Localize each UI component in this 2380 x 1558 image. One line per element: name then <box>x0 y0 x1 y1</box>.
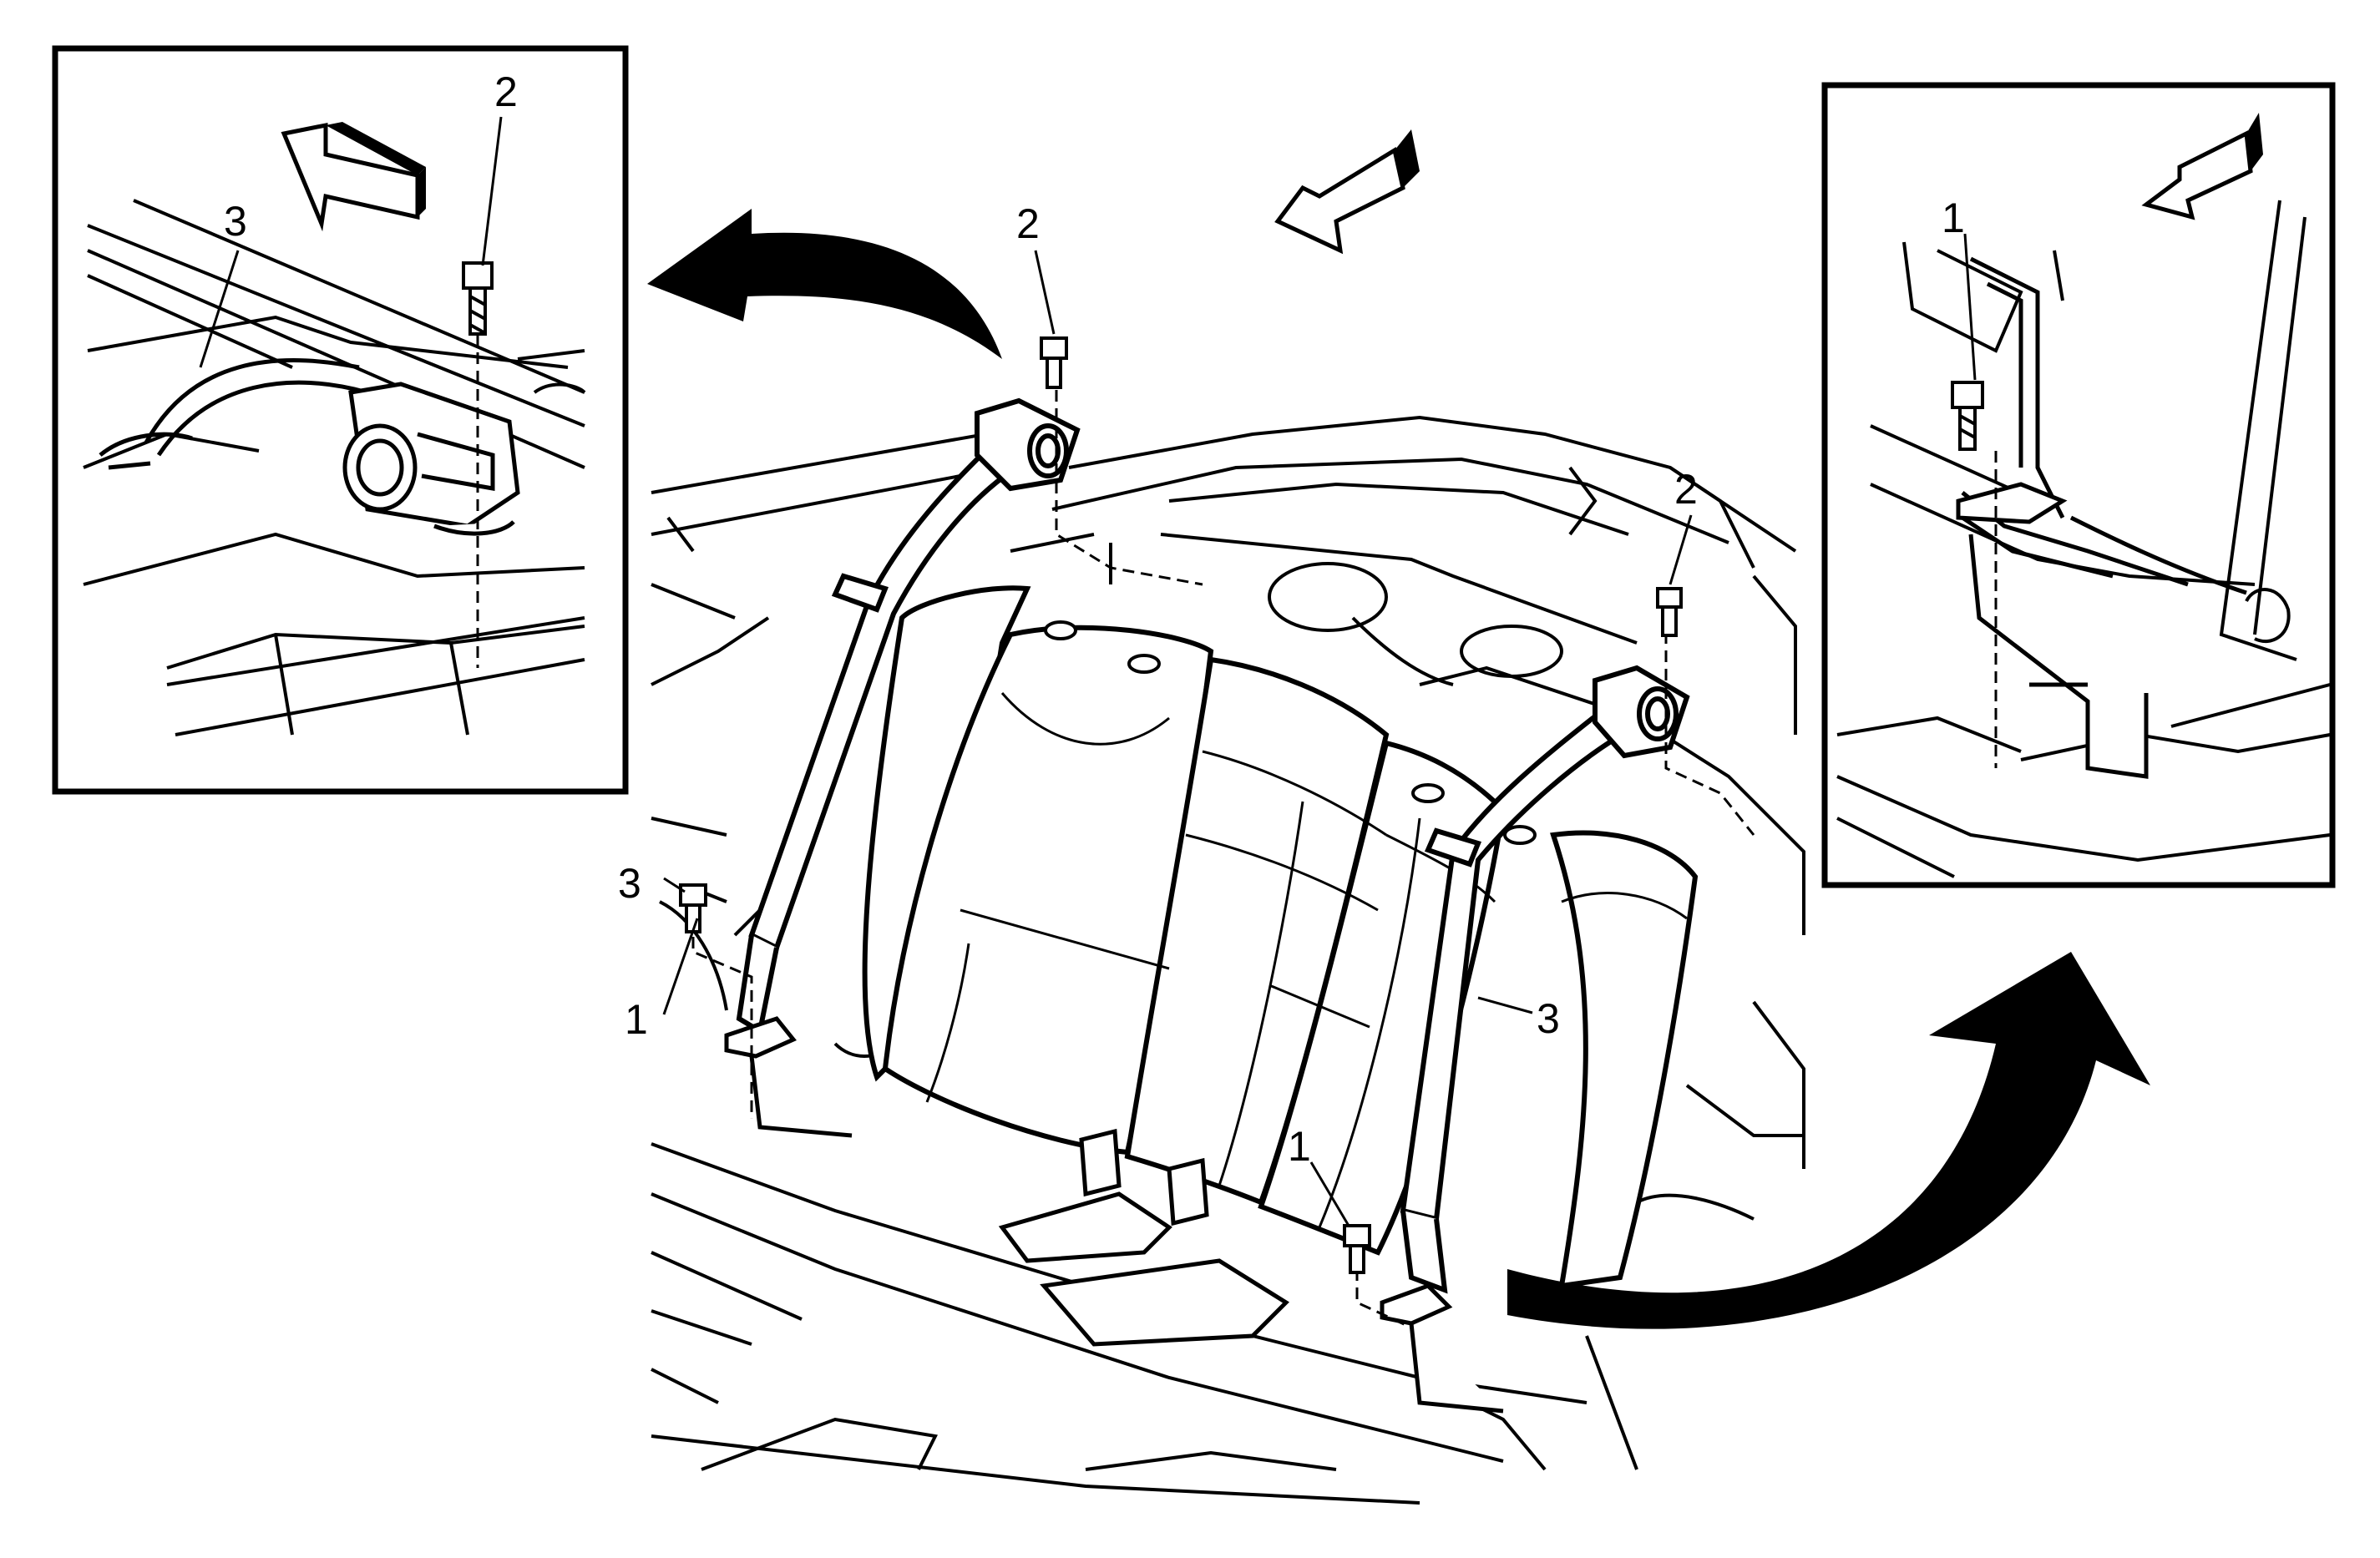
left-anchor-bracket <box>724 1016 853 1138</box>
left-seat-belt-webbing <box>736 447 1015 1035</box>
bolt-icon <box>462 261 494 336</box>
callout-label: 3 <box>224 198 247 245</box>
callout-label: 2 <box>494 68 518 115</box>
callout-label: 3 <box>618 860 641 907</box>
seat-belt-retractor-icon <box>342 382 520 536</box>
direction-arrow-icon <box>1274 129 1420 255</box>
seat-stitching <box>925 692 1688 1228</box>
right-inset-detail: 1 <box>1821 82 2336 888</box>
bolt-icon <box>1951 381 1984 451</box>
rear-seat-back <box>862 585 1699 1289</box>
right-inset-frame <box>1821 82 2336 888</box>
callout-label: 1 <box>625 996 648 1043</box>
direction-arrow-icon <box>281 122 426 232</box>
callout-label: 2 <box>1674 466 1698 513</box>
callout-label: 1 <box>1288 1123 1311 1170</box>
curved-callout-arrow-icon <box>647 209 1002 359</box>
direction-arrow-icon <box>2141 113 2263 220</box>
bolt-icon <box>1343 1224 1371 1274</box>
callout-label: 2 <box>1016 200 1040 247</box>
callout-label: 1 <box>1942 195 1965 241</box>
callout-label: 3 <box>1537 995 1560 1042</box>
left-inset-detail: 2 3 <box>52 45 629 795</box>
seat-belt-buckle <box>998 1128 1289 1347</box>
body-structure <box>651 415 1805 1505</box>
main-view: 2 2 3 1 3 1 <box>618 129 2150 1505</box>
anchor-bracket <box>1956 482 2149 779</box>
right-seat-belt-webbing <box>1400 706 1633 1294</box>
left-inset-belt <box>99 358 368 470</box>
curved-callout-arrow-icon <box>1507 952 2150 1329</box>
bolt-icon <box>1040 336 1068 389</box>
right-anchor-bracket <box>1380 1283 1504 1414</box>
bolt-icon <box>1656 587 1683 637</box>
